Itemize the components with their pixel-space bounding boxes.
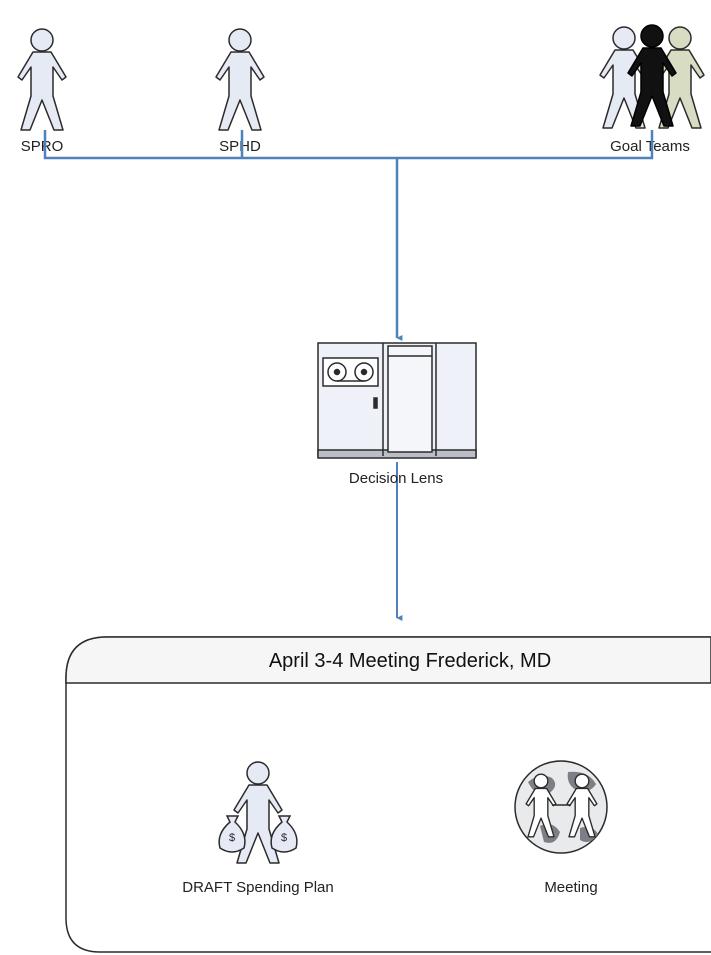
mainframe-icon [317,342,477,459]
group-icon [599,24,705,129]
money-bag-right-icon: $ [270,815,298,853]
goal-teams-label: Goal Teams [610,138,690,155]
connector-goal-teams [397,130,654,160]
spending-plan-node: $ $ DRAFT Spending Plan [182,761,334,896]
person-icon [17,28,67,131]
sphd-label: SPHD [219,138,261,155]
money-bag-left-icon: $ [218,815,246,853]
meeting-node: Meeting [514,760,608,896]
connector-spro [43,130,397,160]
spending-plan-label: DRAFT Spending Plan [182,879,333,896]
container-frame [65,636,711,953]
person-money-bags-icon: $ $ [218,761,298,864]
meeting-container: April 3-4 Meeting Frederick, MD [65,636,711,953]
globe-handshake-icon [514,760,608,854]
decision-lens-label: Decision Lens [349,470,443,487]
svg-text:$: $ [229,832,235,844]
decision-lens-node: Decision Lens [317,342,477,487]
spro-node: SPRO [17,28,67,155]
svg-text:$: $ [281,832,287,844]
container-header [65,636,711,684]
person-icon [215,28,265,131]
sphd-node: SPHD [215,28,265,155]
spro-label: SPRO [21,138,64,155]
connectors [43,130,654,621]
meeting-label: Meeting [544,879,597,896]
container-title: April 3-4 Meeting Frederick, MD [269,650,551,672]
goal-teams-node: Goal Teams [599,24,705,155]
